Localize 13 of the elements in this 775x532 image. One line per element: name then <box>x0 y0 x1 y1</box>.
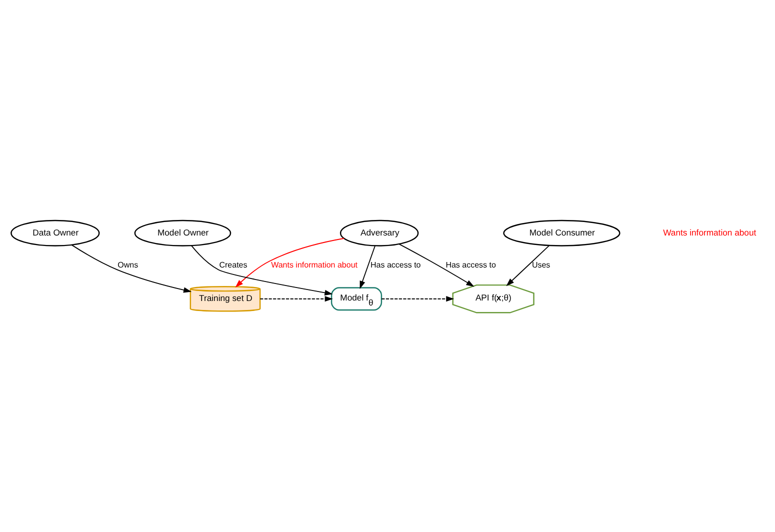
arrow <box>71 244 192 292</box>
node-ellipse: Model Owner <box>134 219 232 246</box>
arrow <box>506 244 550 286</box>
node-ellipse: Model Consumer <box>503 219 620 246</box>
arrow <box>235 237 344 288</box>
node-ellipse: Adversary <box>340 219 419 246</box>
node-ellipse: Data Owner <box>10 219 100 246</box>
arrow <box>190 244 333 295</box>
arrow <box>381 296 454 302</box>
arrow <box>260 296 333 302</box>
label: Wants information about <box>663 226 756 237</box>
arrow <box>398 243 474 286</box>
arrow <box>360 244 376 288</box>
